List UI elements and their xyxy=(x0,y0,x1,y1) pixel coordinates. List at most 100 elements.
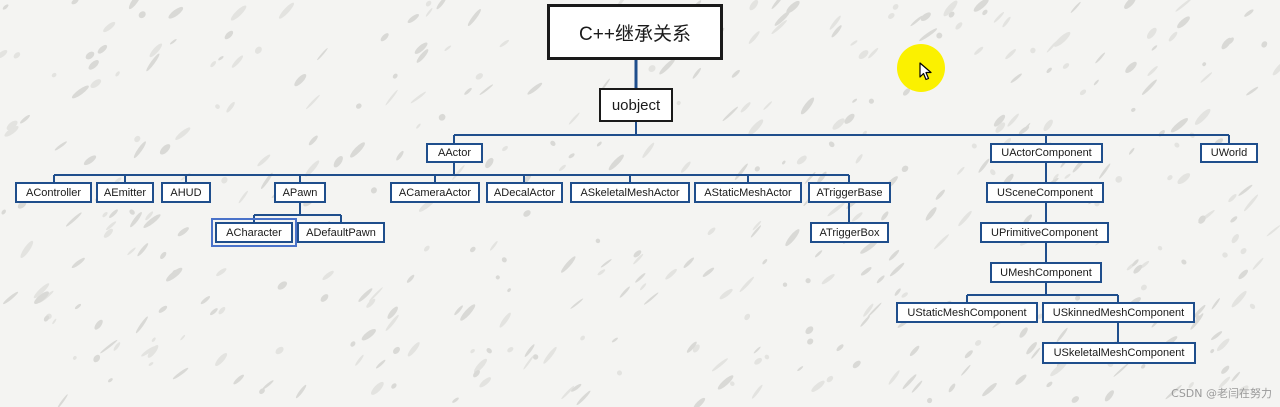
background-speckle xyxy=(180,334,186,341)
node-aemitter: AEmitter xyxy=(96,182,154,203)
background-speckle xyxy=(1211,331,1223,341)
background-speckle xyxy=(175,127,191,140)
background-speckle xyxy=(648,65,656,73)
background-speckle xyxy=(1031,347,1041,359)
background-speckle xyxy=(1026,342,1037,355)
background-speckle xyxy=(148,362,154,366)
background-speckle xyxy=(499,39,510,48)
background-speckle xyxy=(396,150,404,161)
background-speckle xyxy=(502,145,508,152)
background-speckle xyxy=(3,291,19,305)
background-speckle xyxy=(1019,327,1028,338)
background-speckle xyxy=(1244,9,1254,17)
background-speckle xyxy=(821,274,835,285)
background-speckle xyxy=(1046,67,1052,73)
background-speckle xyxy=(2,4,9,10)
background-speckle xyxy=(1046,381,1053,388)
background-speckle xyxy=(1238,269,1248,280)
background-speckle xyxy=(711,358,728,372)
background-speckle xyxy=(127,247,136,256)
background-speckle xyxy=(4,125,19,137)
background-speckle xyxy=(1128,147,1135,155)
background-speckle xyxy=(501,257,507,263)
background-speckle xyxy=(115,71,120,77)
background-speckle xyxy=(1168,31,1178,42)
background-speckle xyxy=(750,225,762,238)
background-speckle xyxy=(499,312,511,328)
background-speckle xyxy=(135,316,148,334)
background-speckle xyxy=(731,69,740,78)
node-uskinnedmeshcomponent: USkinnedMeshComponent xyxy=(1042,302,1195,323)
background-speckle xyxy=(294,73,307,87)
background-speckle xyxy=(507,347,514,353)
background-speckle xyxy=(0,49,8,59)
background-speckle xyxy=(719,288,733,300)
background-speckle xyxy=(1249,303,1256,310)
background-speckle xyxy=(486,348,492,354)
background-speckle xyxy=(470,348,475,354)
background-speckle xyxy=(233,374,244,385)
background-speckle xyxy=(568,153,575,159)
background-speckle xyxy=(54,141,67,151)
background-speckle xyxy=(479,84,494,96)
node-uobject: uobject xyxy=(599,88,673,122)
background-speckle xyxy=(1231,371,1241,382)
background-speckle xyxy=(600,259,612,268)
background-speckle xyxy=(454,305,463,316)
background-speckle xyxy=(259,388,265,395)
background-speckle xyxy=(707,227,716,235)
background-speckle xyxy=(1181,259,1187,265)
background-speckle xyxy=(995,122,1006,133)
background-speckle xyxy=(686,341,697,353)
background-speckle xyxy=(71,0,79,5)
background-speckle xyxy=(1246,86,1259,96)
background-speckle xyxy=(832,118,845,130)
background-speckle xyxy=(385,89,398,106)
background-speckle xyxy=(444,45,452,51)
background-speckle xyxy=(1221,365,1230,374)
background-speckle xyxy=(226,101,235,113)
background-speckle xyxy=(796,155,807,165)
background-speckle xyxy=(320,294,329,302)
background-speckle xyxy=(752,220,762,231)
background-speckle xyxy=(524,344,535,357)
background-speckle xyxy=(974,339,982,346)
background-speckle xyxy=(33,283,50,299)
background-speckle xyxy=(1210,349,1215,354)
background-speckle xyxy=(1052,173,1059,181)
node-aactor: AActor xyxy=(426,143,483,163)
background-speckle xyxy=(6,120,18,131)
background-speckle xyxy=(751,384,763,399)
background-speckle xyxy=(85,51,95,60)
background-speckle xyxy=(469,246,476,253)
background-speckle xyxy=(902,88,911,96)
background-speckle xyxy=(1228,194,1237,203)
background-speckle xyxy=(635,272,646,283)
background-speckle xyxy=(392,73,398,79)
node-acharacter[interactable]: ACharacter xyxy=(211,218,297,247)
background-speckle xyxy=(730,381,735,387)
background-speckle xyxy=(1133,264,1143,274)
background-speckle xyxy=(829,15,841,30)
background-speckle xyxy=(901,292,908,298)
background-speckle xyxy=(1157,245,1163,251)
background-speckle xyxy=(149,43,163,58)
background-speckle xyxy=(1030,47,1036,54)
background-speckle xyxy=(811,380,825,392)
background-speckle xyxy=(1139,260,1150,269)
background-speckle xyxy=(911,380,923,393)
background-speckle xyxy=(370,187,377,194)
background-speckle xyxy=(210,308,218,316)
background-speckle xyxy=(973,0,989,12)
background-speckle xyxy=(642,142,655,158)
background-speckle xyxy=(20,240,34,258)
background-speckle xyxy=(103,21,116,33)
background-speckle xyxy=(753,346,761,354)
background-speckle xyxy=(410,91,426,104)
background-speckle xyxy=(860,240,878,254)
background-speckle xyxy=(762,259,768,265)
background-speckle xyxy=(423,245,430,252)
background-speckle xyxy=(754,357,762,365)
background-speckle xyxy=(740,102,751,113)
background-speckle xyxy=(160,251,167,259)
